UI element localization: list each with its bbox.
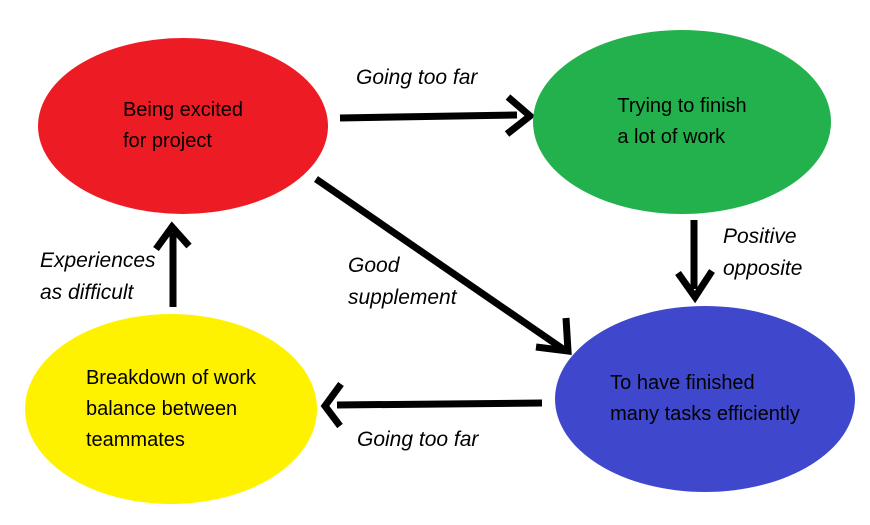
node-text-line: balance between xyxy=(85,397,238,420)
node-text-line: teammates xyxy=(85,428,185,451)
edge-label-good-supplement: Good supplement xyxy=(348,250,457,314)
node-work-breakdown: Breakdown of work balance between teamma… xyxy=(25,314,317,504)
node-text-line: Being excited xyxy=(122,99,244,121)
node-finished-tasks: To have finished many tasks efficiently xyxy=(555,306,855,492)
arrow-trying-to-finished xyxy=(675,220,715,304)
edge-label-line: Going too far xyxy=(357,428,479,451)
edge-label-line: Good xyxy=(348,254,400,277)
edge-label-line: Experiences xyxy=(40,249,156,272)
node-text-line: To have finished xyxy=(610,372,755,394)
edge-label-experiences-as-difficult: Experiences as difficult xyxy=(40,245,156,309)
edge-label-positive-opposite: Positive opposite xyxy=(723,221,802,285)
arrow-excited-to-trying xyxy=(339,94,536,137)
arrow-breakdown-to-excited xyxy=(153,221,192,307)
node-finished-tasks-label: To have finished many tasks efficiently xyxy=(610,368,800,430)
edge-label-line: Going too far xyxy=(356,66,478,89)
edge-label-line: Positive xyxy=(723,225,797,248)
arrow-excited-to-finished xyxy=(314,176,572,355)
edge-label-line: supplement xyxy=(348,286,457,309)
edge-label-going-too-far-bottom: Going too far xyxy=(357,424,478,456)
node-trying-finish: Trying to finish a lot of work xyxy=(533,30,831,214)
edge-label-line: as difficult xyxy=(40,281,134,304)
node-text-line: Trying to finish xyxy=(617,95,747,117)
node-text-line: Breakdown of work xyxy=(85,366,257,389)
node-trying-finish-label: Trying to finish a lot of work xyxy=(617,91,746,153)
edge-label-line: opposite xyxy=(723,257,803,280)
node-work-breakdown-label: Breakdown of work balance between teamma… xyxy=(86,363,256,456)
node-text-line: for project xyxy=(122,130,212,152)
node-text-line: a lot of work xyxy=(617,126,726,148)
node-text-line: many tasks efficiently xyxy=(610,403,800,425)
node-being-excited-label: Being excited for project xyxy=(123,95,243,157)
arrow-finished-to-breakdown xyxy=(320,381,543,429)
node-being-excited: Being excited for project xyxy=(38,38,328,214)
edge-label-going-too-far-top: Going too far xyxy=(356,62,477,94)
